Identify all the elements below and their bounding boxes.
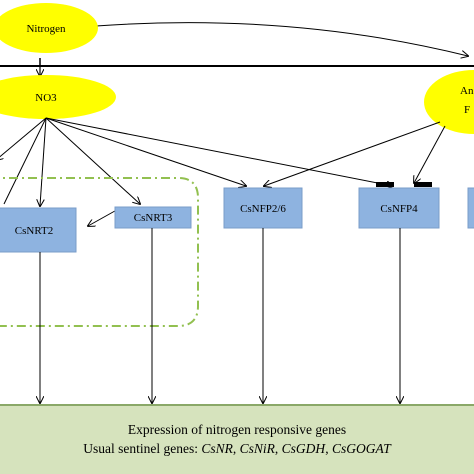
gene-separator: ,: [274, 441, 282, 456]
no3-label: NO3: [35, 92, 57, 104]
arrow-ammonium-to-csnfp4: [414, 125, 446, 183]
csnrt3-box: [114, 206, 192, 229]
expression-panel: Expression of nitrogen responsive genes …: [0, 404, 474, 474]
arrow-ammonium-to-csnfp26: [264, 121, 441, 186]
arrow-no3-to-csnfp26: [45, 117, 246, 186]
expression-title: Expression of nitrogen responsive genes: [127, 422, 347, 437]
right-edge-partial-box: [467, 187, 474, 229]
nitrogen-label: Nitrogen: [26, 23, 66, 35]
sentinel-genes-prefix: Usual sentinel genes:: [83, 441, 202, 456]
ammonium-node: [424, 70, 474, 134]
csnfp26-label: CsNFP2/6: [240, 203, 286, 215]
ammonium-label-part1: An: [460, 85, 474, 97]
no3-node: [0, 75, 116, 119]
inhibition-marker-right: [414, 182, 432, 187]
csnrt2-label: CsNRT2: [15, 225, 53, 237]
gene-csgdh: CsGDH: [281, 441, 326, 456]
inhibition-marker-left: [376, 182, 394, 187]
sentinel-genes-line: Usual sentinel genes: CsNR, CsNiR, CsGDH…: [0, 439, 474, 458]
arrow-no3-to-csnfp4: [45, 117, 393, 186]
ammonium-label-part2: F: [464, 104, 470, 116]
arrow-no3-to-csnrt2: [40, 117, 47, 206]
gene-csnr: CsNR: [201, 441, 233, 456]
csnfp4-label: CsNFP4: [380, 203, 418, 215]
csnrt2-box: [0, 207, 77, 253]
arrow-no3-to-left-offscreen: [0, 117, 47, 160]
nitrogen-node: [0, 3, 98, 53]
arrow-nitrogen-to-ammonium: [95, 22, 468, 56]
gene-csnir: CsNiR: [239, 441, 275, 456]
arrow-no3-to-left-lower: [3, 117, 47, 205]
csnrt3-label: CsNRT3: [134, 212, 173, 224]
csnfp4-box: [358, 187, 440, 229]
arrow-no3-to-csnrt3: [45, 117, 140, 204]
nrt-complex-dashed-group: [0, 177, 199, 327]
gene-csgogat: CsGOGAT: [331, 441, 391, 456]
gene-separator: ,: [325, 441, 332, 456]
gene-separator: ,: [232, 441, 240, 456]
